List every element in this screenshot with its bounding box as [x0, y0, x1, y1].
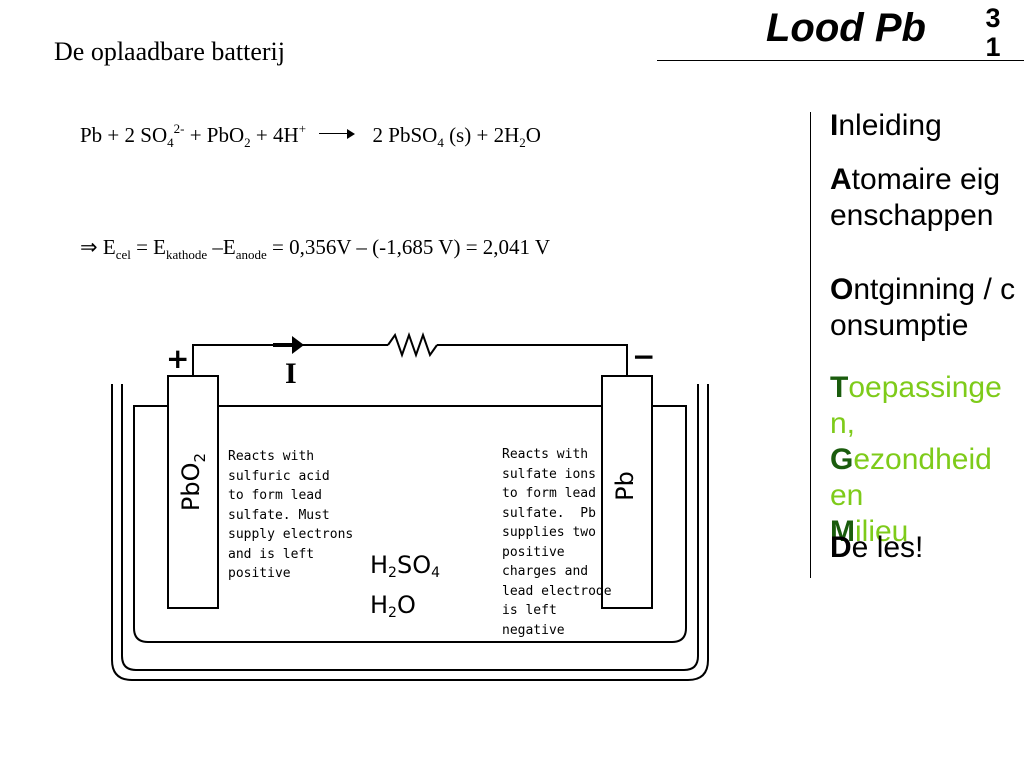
menu-item-atomaire-eigenschappen[interactable]: Atomaire eigenschappen	[830, 163, 1001, 232]
menu-item-de-les[interactable]: De les!	[830, 531, 924, 564]
current-arrowhead-icon	[292, 336, 304, 354]
header-divider	[657, 60, 1024, 61]
cell-potential-equation: ⇒ Ecel = Ekathode –Eanode = 0,356V – (-1…	[80, 235, 551, 262]
menu-item-inleiding[interactable]: Inleiding	[830, 109, 942, 142]
page-number: 31	[985, 3, 1001, 62]
header-title: Lood Pb	[766, 6, 926, 50]
anode-description: Reacts with sulfate ions to form lead su…	[502, 447, 612, 638]
tank-outer-wall	[111, 384, 709, 681]
electrolyte-sulfuric-acid: H2SO4	[370, 551, 441, 581]
electrolyte-water: H2O	[370, 591, 416, 621]
negative-terminal-sign: −	[632, 340, 656, 373]
slide-title: De oplaadbare batterij	[54, 37, 285, 66]
implies-icon: ⇒	[80, 235, 98, 259]
resistor-icon	[387, 331, 438, 359]
menu-item-ontginning-consumptie[interactable]: Ontginning / consumptie	[830, 273, 1016, 342]
wire-right	[437, 344, 628, 376]
electrolyte-container	[133, 405, 687, 643]
cathode-description: Reacts with sulfuric acid to form lead s…	[228, 449, 354, 581]
anode-label: Pb	[611, 471, 639, 501]
tank-inner-wall	[121, 384, 699, 671]
cathode-label: PbO2	[177, 452, 209, 512]
cathode-electrode	[167, 375, 219, 609]
reaction-arrow-icon	[319, 129, 356, 140]
current-label: I	[285, 357, 297, 390]
menu-divider	[810, 112, 811, 578]
reaction-equation: Pb + 2 SO42- + PbO2 + 4H+ 2 PbSO4 (s) + …	[80, 121, 541, 150]
wire-left	[192, 344, 388, 376]
positive-terminal-sign: +	[166, 342, 190, 375]
